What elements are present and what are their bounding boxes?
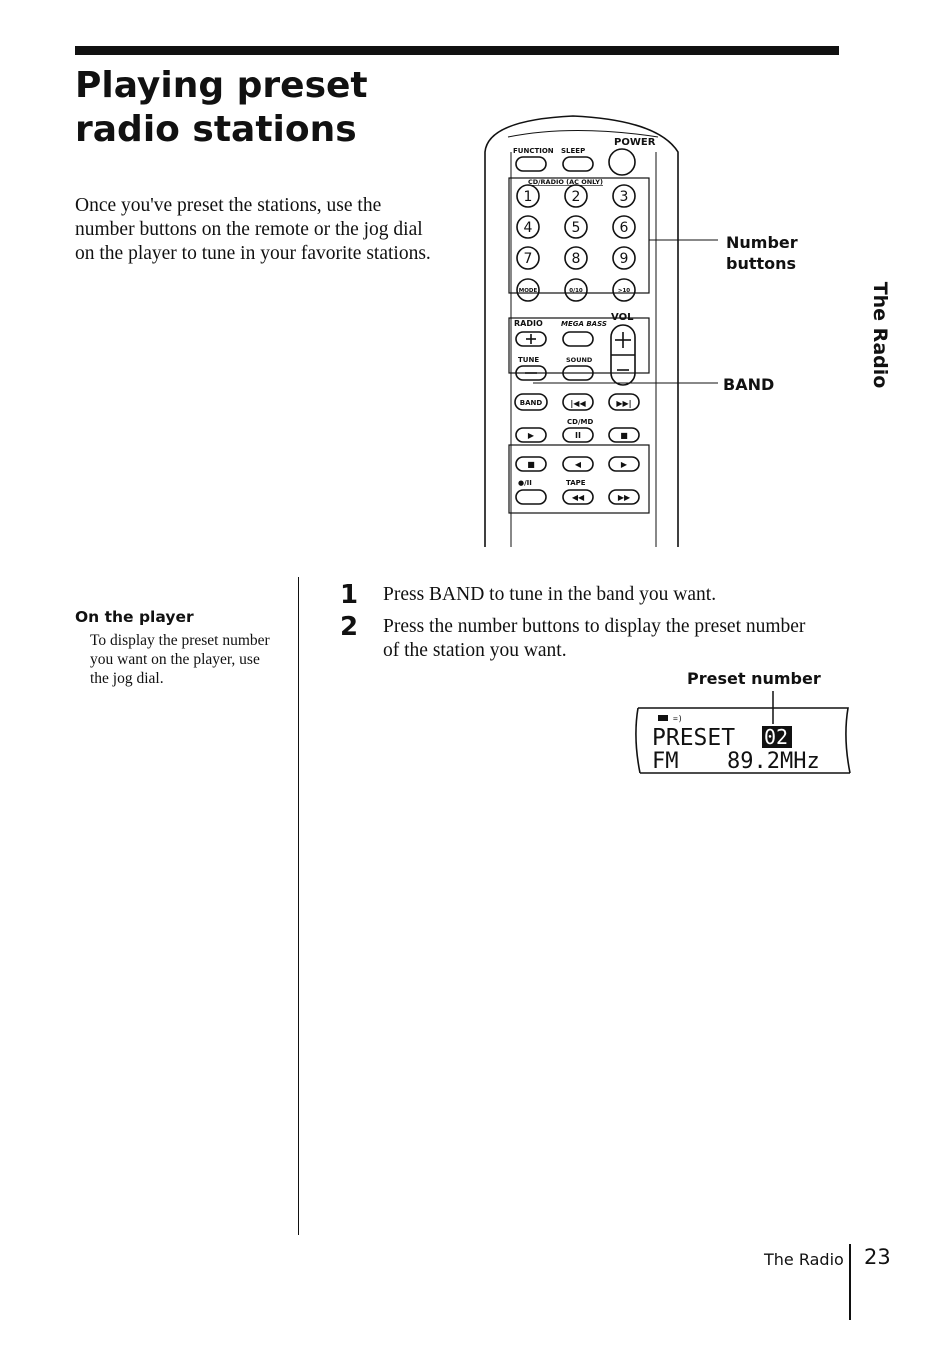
preset-value-box [762, 726, 792, 748]
number-key-label-2: 2 [572, 189, 581, 205]
vol-label: VOL [611, 312, 634, 323]
number-key-label-7: 7 [524, 251, 533, 267]
step-1-text: Press BAND to tune in the band you want. [383, 584, 717, 605]
page-number: 23 [864, 1245, 891, 1269]
section-side-tab: The Radio [860, 282, 900, 389]
number-key-4 [516, 215, 540, 239]
pause-glyph: II [575, 431, 581, 440]
next-track-glyph: ▶▶| [616, 399, 631, 408]
number-key-label-1: 1 [524, 189, 533, 205]
number-key-6 [612, 215, 636, 239]
sidebar-heading: On the player [75, 608, 194, 626]
radio-label: RADIO [514, 319, 543, 328]
sound-label: SOUND [566, 356, 593, 364]
number-buttons-callout-line2: buttons [726, 254, 797, 273]
function-button [515, 156, 547, 172]
sidebar-body: To display the preset number you want on… [90, 632, 270, 687]
number-keypad: 1 2 3 4 5 6 7 8 9 [516, 184, 636, 270]
number-key-label-9: 9 [620, 251, 629, 267]
top-rule [75, 46, 839, 55]
band-callout: BAND [723, 375, 775, 394]
intro-paragraph: Once you've preset the stations, use the… [75, 195, 431, 264]
player-display-illustration: =) PRESET 02 FM 89.2MHz [635, 691, 851, 774]
tape-fwd-glyph: ▶ [621, 460, 628, 469]
step-2-text: Press the number buttons to display the … [383, 616, 806, 661]
stereo-indicator-icon [658, 715, 668, 721]
tape-label: TAPE [566, 479, 586, 487]
signal-indicator-glyph: =) [673, 714, 683, 723]
sleep-button [562, 156, 594, 172]
sleep-label: SLEEP [561, 147, 585, 155]
number-key-2 [564, 184, 588, 208]
tape-ffwd-glyph: ▶▶ [618, 493, 631, 502]
tune-label: TUNE [518, 356, 539, 364]
number-key-label-4: 4 [524, 220, 533, 236]
column-divider [298, 577, 299, 1235]
tape-stop-glyph: ■ [527, 460, 535, 469]
number-key-5 [564, 215, 588, 239]
title-line-1: Playing preset [75, 65, 368, 106]
section-side-tab-label: The Radio [869, 281, 891, 389]
number-key-label-6: 6 [620, 220, 629, 236]
number-key-7 [516, 246, 540, 270]
display-preset-value: 02 [764, 725, 788, 749]
number-key-8 [564, 246, 588, 270]
display-frequency-text: 89.2MHz [727, 749, 820, 774]
tape-rewind-glyph: ◀◀ [572, 493, 585, 502]
display-preset-text: PRESET [652, 725, 735, 751]
tape-rev-glyph: ◀ [575, 460, 582, 469]
number-key-label-5: 5 [572, 220, 581, 236]
number-buttons-callout-line1: Number [726, 233, 798, 252]
play-glyph: ▶ [528, 431, 535, 440]
footer-rule [849, 1244, 851, 1320]
stop-glyph: ■ [620, 431, 628, 440]
cd-radio-label: CD/RADIO (AC ONLY) [528, 178, 603, 186]
remote-control-illustration: FUNCTION SLEEP POWER CD/RADIO (AC ONLY) … [484, 115, 718, 547]
number-key-label-8: 8 [572, 251, 581, 267]
number-key-3 [612, 184, 636, 208]
step-1-number: 1 [340, 580, 359, 610]
footer-section-name: The Radio [764, 1250, 844, 1269]
number-key-label-3: 3 [620, 189, 629, 205]
megabass-label: MEGA BASS [561, 320, 607, 328]
tape-rec-label: ●/II [518, 479, 532, 487]
title-line-2: radio stations [75, 109, 357, 150]
number-key-9 [612, 246, 636, 270]
number-buttons-callout: Number buttons [726, 232, 798, 274]
power-label: POWER [614, 137, 656, 148]
function-label: FUNCTION [513, 147, 554, 155]
band-key-label: BAND [520, 399, 543, 407]
mode-key-label: MODE [519, 288, 538, 294]
prev-track-glyph: |◀◀ [570, 399, 586, 408]
gt10-key-label: >10 [618, 288, 630, 294]
step-2-number: 2 [340, 612, 359, 642]
preset-number-label: Preset number [687, 669, 821, 688]
number-key-1 [516, 184, 540, 208]
power-button [608, 148, 636, 176]
cdmd-label: CD/MD [567, 418, 593, 426]
zero-ten-key-label: 0/10 [569, 288, 583, 294]
page-title: Playing preset radio stations [75, 64, 368, 152]
display-band-text: FM [652, 749, 679, 774]
